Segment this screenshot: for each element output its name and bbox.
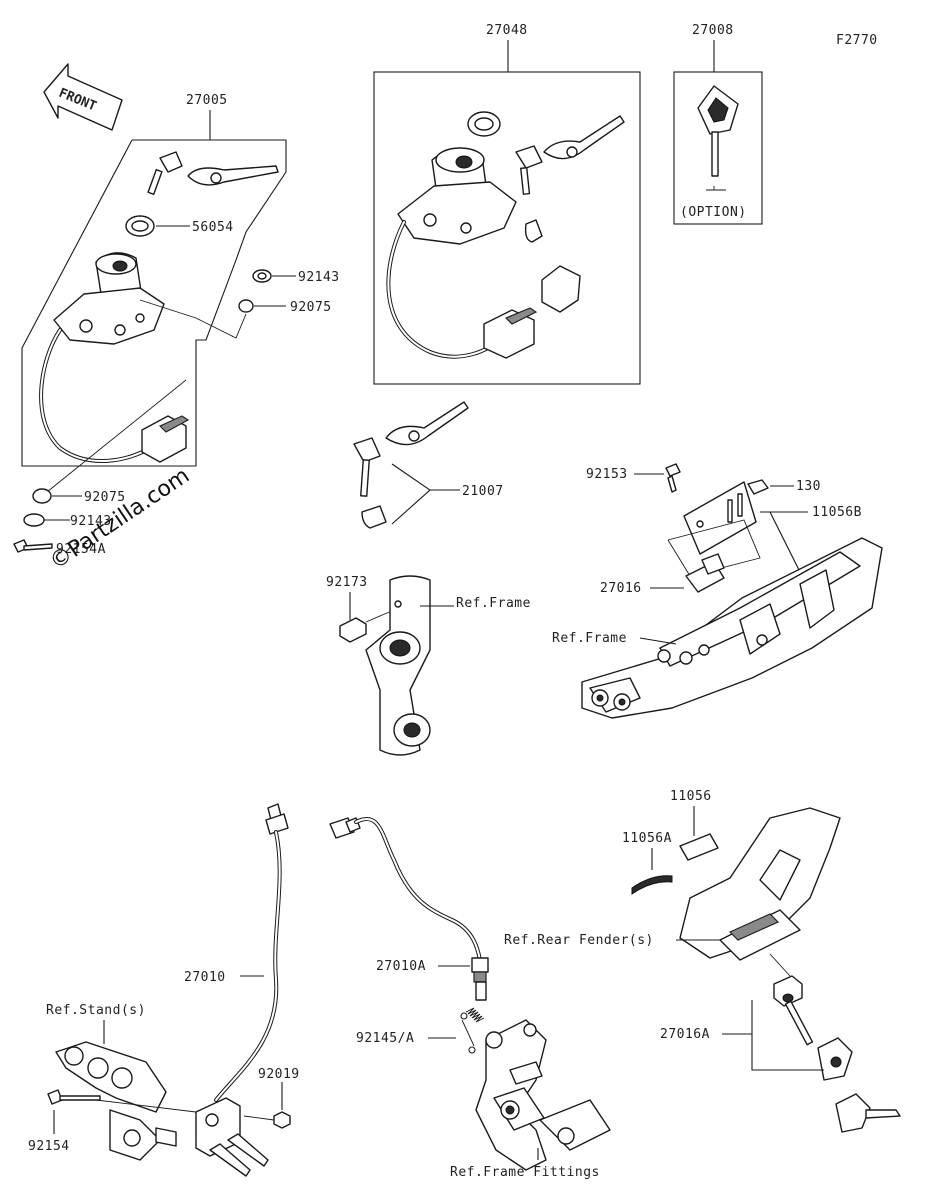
label-27048: 27048 bbox=[486, 23, 528, 38]
label-ref-frame-1: Ref.Frame bbox=[456, 596, 531, 611]
label-ref-frame-2: Ref.Frame bbox=[552, 631, 627, 646]
spring-92145a-icon bbox=[460, 1007, 485, 1054]
label-27010: 27010 bbox=[184, 970, 226, 985]
option-label: (OPTION) bbox=[680, 205, 747, 220]
stand-bracket bbox=[55, 1041, 177, 1161]
figure-code: F2770 bbox=[836, 33, 878, 48]
group-27010a: 27010A 92145/A Ref.Frame Fittings bbox=[329, 817, 611, 1180]
group-27016: 92153 130 11056B 27016 bbox=[552, 463, 883, 719]
screw-92154a bbox=[13, 539, 53, 553]
label-27008: 27008 bbox=[692, 23, 734, 38]
lock-27016a bbox=[773, 975, 803, 1007]
frame-fittings bbox=[475, 1019, 611, 1171]
label-ref-stand: Ref.Stand(s) bbox=[46, 1003, 146, 1018]
connector-27048 bbox=[483, 307, 538, 359]
group-27016a: 11056 11056A Ref.Rear Fender(s) 27016A bbox=[504, 789, 901, 1133]
label-92019: 92019 bbox=[258, 1067, 300, 1082]
label-92154a: 92154A bbox=[56, 542, 106, 557]
option-key-icon bbox=[697, 85, 739, 177]
label-ref-rear-fender: Ref.Rear Fender(s) bbox=[504, 933, 654, 948]
watermark: ©Partzilla.com bbox=[45, 463, 194, 575]
label-27016: 27016 bbox=[600, 581, 642, 596]
side-stand-switch bbox=[195, 1097, 269, 1177]
box-27048 bbox=[373, 71, 641, 385]
group-27008: 27008 (OPTION) bbox=[673, 23, 763, 225]
key-set-27048 bbox=[515, 115, 625, 195]
label-92153: 92153 bbox=[586, 467, 628, 482]
label-92145a: 92145/A bbox=[356, 1031, 414, 1046]
frame-casting bbox=[581, 537, 883, 719]
label-21007: 21007 bbox=[462, 484, 504, 499]
ignition-switch-27048 bbox=[397, 147, 517, 245]
front-arrow-icon: FRONT bbox=[43, 63, 123, 131]
key-set-27016a bbox=[784, 1000, 901, 1133]
washer-92075-b bbox=[32, 488, 52, 504]
group-92173: 92173 Ref.Frame bbox=[326, 575, 531, 756]
brake-switch-27010a bbox=[471, 957, 489, 1001]
group-27010: 27010 Ref.Stand(s) 92154 92019 bbox=[28, 803, 300, 1177]
bracket-11056 bbox=[679, 833, 719, 861]
label-56054: 56054 bbox=[192, 220, 234, 235]
washer-92075 bbox=[238, 299, 254, 313]
label-11056: 11056 bbox=[670, 789, 712, 804]
group-27005: 27005 56054 bbox=[13, 93, 340, 557]
washer-92143-b bbox=[23, 513, 45, 527]
nut-92019 bbox=[273, 1111, 291, 1129]
label-92143: 92143 bbox=[298, 270, 340, 285]
box-27008 bbox=[673, 71, 763, 225]
label-92173: 92173 bbox=[326, 575, 368, 590]
group-27048: 27048 bbox=[373, 23, 641, 385]
label-92075-a: 92075 bbox=[290, 300, 332, 315]
bolt-92154 bbox=[47, 1089, 101, 1105]
bracket-11056b bbox=[683, 481, 757, 555]
label-92143-b: 92143 bbox=[70, 514, 112, 529]
label-27005: 27005 bbox=[186, 93, 228, 108]
label-11056a: 11056A bbox=[622, 831, 672, 846]
rear-fender bbox=[679, 807, 841, 961]
key-set-27005 bbox=[147, 151, 279, 196]
label-27010a: 27010A bbox=[376, 959, 426, 974]
group-21007: 21007 bbox=[353, 401, 504, 529]
clip-11056a bbox=[631, 875, 673, 895]
label-92075-b: 92075 bbox=[84, 490, 126, 505]
connector-27005 bbox=[141, 415, 190, 463]
label-11056b: 11056B bbox=[812, 505, 862, 520]
label-ref-frame-fittings: Ref.Frame Fittings bbox=[450, 1165, 600, 1180]
label-27016a: 27016A bbox=[660, 1027, 710, 1042]
label-92154: 92154 bbox=[28, 1139, 70, 1154]
label-130: 130 bbox=[796, 479, 821, 494]
ignition-switch-27005 bbox=[53, 252, 165, 345]
